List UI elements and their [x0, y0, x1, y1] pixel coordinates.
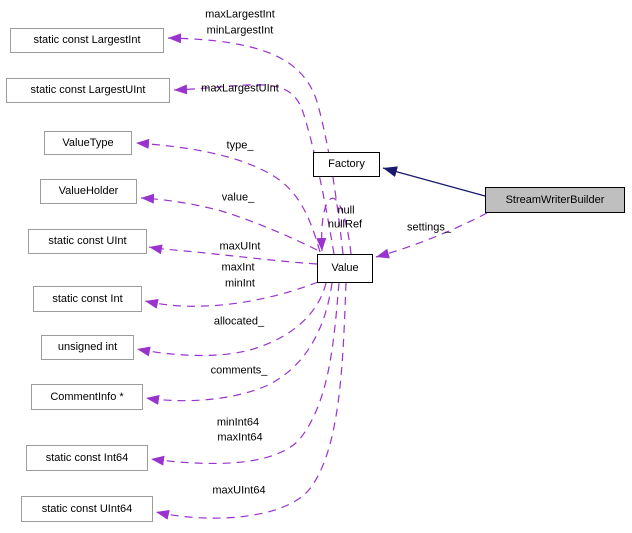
node-static-const-largestint[interactable]: static const LargestInt: [10, 28, 164, 53]
node-valueholder[interactable]: ValueHolder: [40, 179, 137, 204]
node-value[interactable]: Value: [317, 254, 373, 283]
node-static-const-uint64[interactable]: static const UInt64: [21, 496, 153, 522]
edge-maxint-minint: [144, 281, 319, 309]
label-minint64: minInt64: [216, 416, 260, 429]
edge-inheritance: [382, 166, 486, 197]
edge-comments: [145, 282, 333, 405]
label-minint: minInt: [225, 277, 255, 290]
edge-value: [140, 193, 318, 251]
edge-type: [135, 138, 321, 253]
label-nullref: nullRef: [327, 218, 363, 231]
edge-null-nullref-selfloop: [316, 197, 352, 255]
label-minlargestint: minLargestInt: [206, 24, 274, 37]
node-static-const-int[interactable]: static const Int: [33, 286, 142, 312]
label-null: null: [337, 204, 355, 217]
label-maxlargestuint: maxLargestUInt: [201, 82, 279, 95]
edge-allocated: [136, 282, 327, 357]
node-valuetype[interactable]: ValueType: [44, 131, 132, 155]
edge-maxuint64: [155, 282, 347, 520]
edge-maxlargestuint: [173, 84, 335, 255]
label-maxint64: maxInt64: [217, 431, 263, 444]
node-commentinfo[interactable]: CommentInfo *: [31, 384, 143, 410]
node-factory[interactable]: Factory: [313, 152, 380, 177]
node-static-const-largestuint[interactable]: static const LargestUInt: [6, 78, 170, 103]
label-settings: settings_: [406, 221, 452, 234]
node-static-const-int64[interactable]: static const Int64: [26, 445, 148, 471]
label-allocated: allocated_: [213, 315, 265, 328]
node-streamwriterbuilder: StreamWriterBuilder: [485, 187, 625, 213]
edge-settings: [375, 212, 488, 259]
label-maxlargestint: maxLargestInt: [205, 8, 275, 21]
node-unsigned-int[interactable]: unsigned int: [41, 335, 134, 360]
node-static-const-uint[interactable]: static const UInt: [28, 229, 147, 254]
label-maxuint64: maxUInt64: [212, 484, 266, 497]
edge-maxuint: [148, 244, 318, 265]
label-value: value_: [221, 191, 255, 204]
label-comments: comments_: [210, 364, 268, 377]
label-maxuint: maxUInt: [219, 240, 261, 253]
edge-maxlargestint-minlargestint: [167, 33, 344, 255]
label-maxint: maxInt: [221, 261, 255, 274]
label-type: type_: [226, 139, 254, 152]
